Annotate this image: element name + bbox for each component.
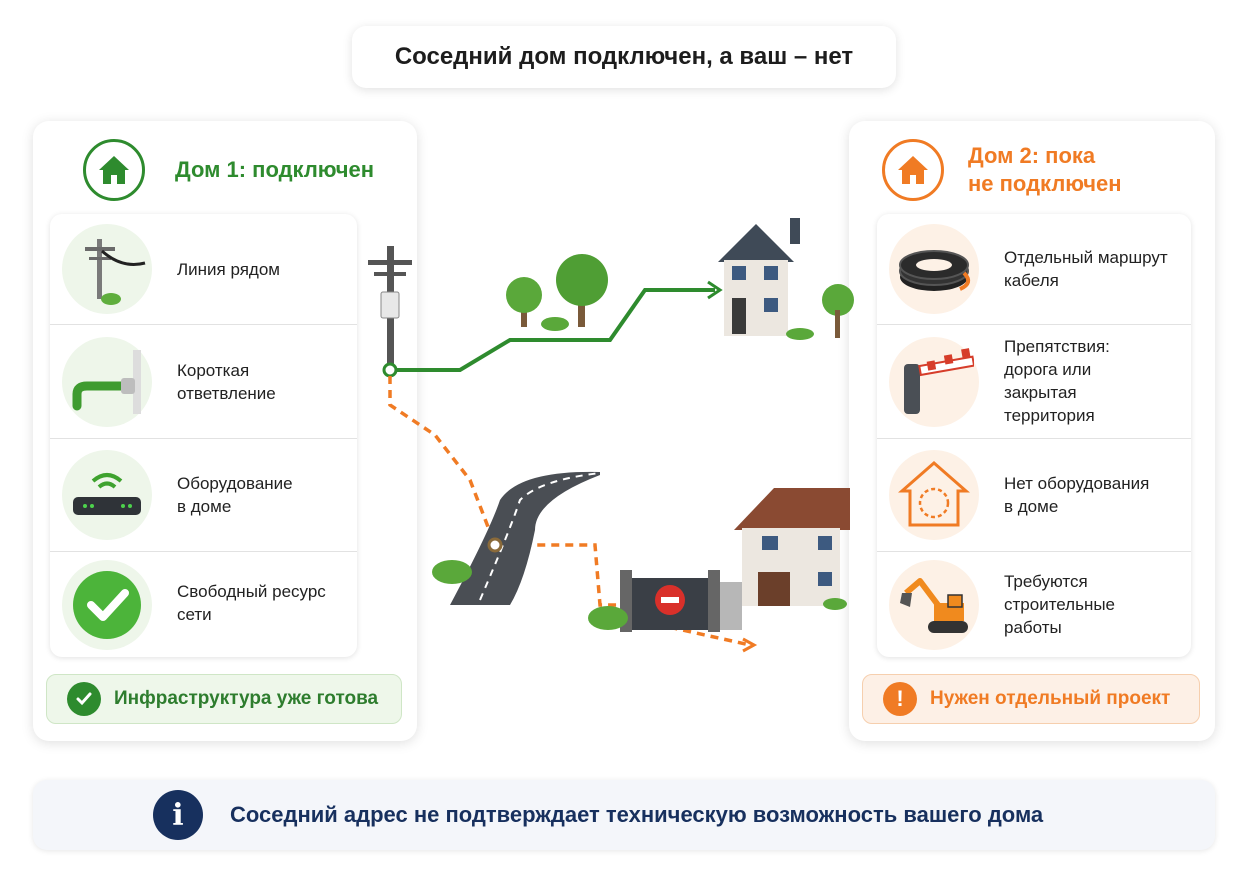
barrier-icon (889, 336, 979, 427)
warning-icon: ! (883, 682, 917, 716)
page-title: Соседний дом подключен, а ваш – нет (394, 43, 854, 70)
house2-heading-line2: не подключен (968, 171, 1122, 196)
excavator-icon (889, 559, 979, 650)
house2-illustration (734, 488, 850, 610)
info-bar: i Соседний адрес не подтверждает техниче… (33, 780, 1215, 850)
utility-pole-illustration (368, 246, 412, 371)
house1-header: Дом 1: подключен (83, 139, 374, 201)
item-label: Линия рядом (177, 260, 280, 279)
check-circle-icon (67, 682, 101, 716)
house1-panel: Дом 1: подключен Линия рядом (33, 121, 417, 741)
connection-scene (368, 218, 854, 653)
house2-heading-line1: Дом 2: пока (968, 143, 1096, 168)
info-bar-text: Соседний адрес не подтверждает техническ… (230, 802, 1044, 827)
list-item: Линия рядом (50, 214, 357, 325)
house1-illustration (718, 218, 854, 340)
cable-coil-icon (889, 224, 979, 314)
green-connection-line (390, 288, 715, 372)
house-icon (882, 139, 944, 201)
trees-illustration (506, 254, 608, 331)
house-icon (83, 139, 145, 201)
road-illustration (432, 471, 601, 605)
house1-footer: Инфраструктура уже готова (46, 674, 402, 724)
title-box: Соседний дом подключен, а ваш – нет (352, 26, 896, 88)
closed-gate-illustration (588, 570, 742, 632)
router-icon (62, 450, 152, 540)
checkmark-icon (62, 559, 152, 650)
house1-heading: Дом 1: подключен (175, 157, 375, 182)
house2-footer: ! Нужен отдельный проект (862, 674, 1200, 724)
house2-panel: Дом 2: пока не подключен Отдельный маршр… (849, 121, 1215, 741)
house2-heading: Дом 2: пока не подключен (968, 142, 1122, 198)
house2-header: Дом 2: пока не подключен (882, 139, 1122, 201)
house1-footer-text: Инфраструктура уже готова (114, 688, 379, 709)
info-icon: i (153, 790, 203, 840)
empty-house-icon (889, 450, 979, 540)
pipe-branch-icon (62, 336, 152, 427)
house2-footer-text: Нужен отдельный проект (930, 688, 1171, 709)
power-pole-icon (62, 224, 152, 314)
